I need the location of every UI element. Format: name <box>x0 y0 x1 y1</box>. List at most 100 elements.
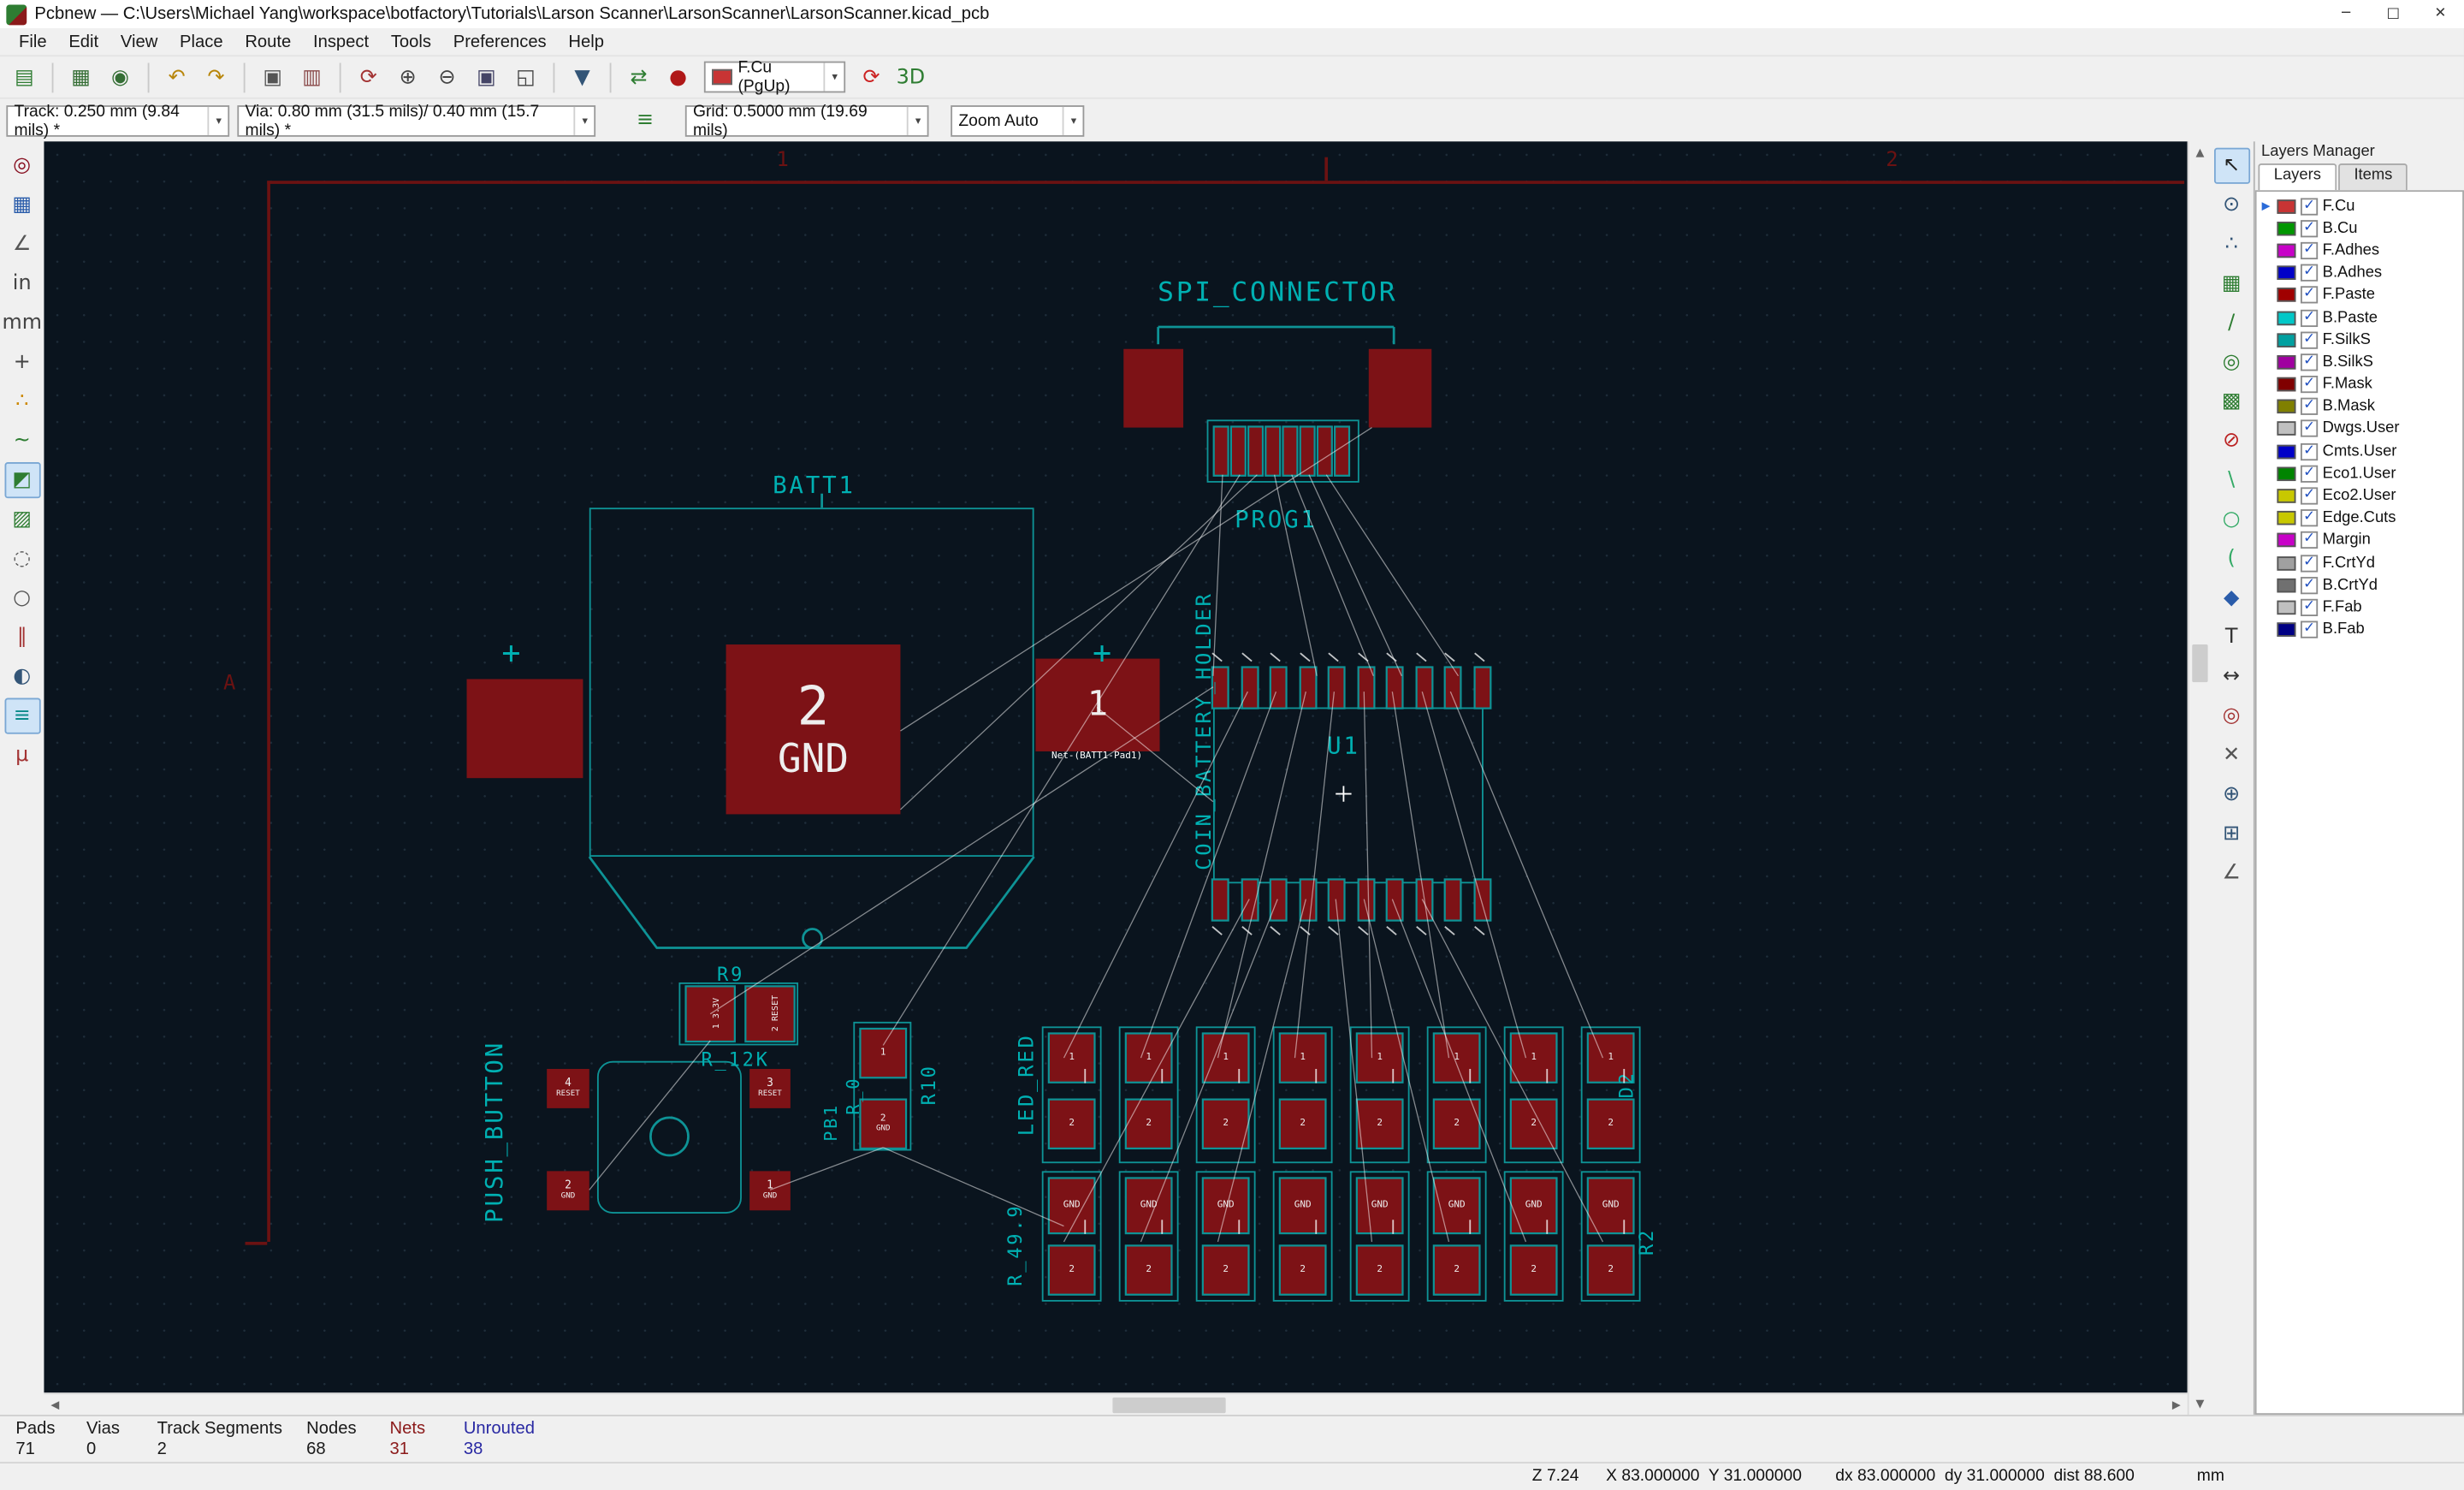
layer-color-swatch[interactable] <box>2277 578 2296 593</box>
layer-row-b-mask[interactable]: ✓B.Mask <box>2257 395 2463 418</box>
pcb-pad[interactable]: 2 <box>1049 1100 1094 1148</box>
pcb-pad[interactable]: 2 <box>1280 1100 1325 1148</box>
pcb-pad[interactable]: 1 <box>1280 1034 1325 1082</box>
pcb-pad[interactable]: 1 <box>1203 1034 1248 1082</box>
select-tool-icon[interactable]: ↖ <box>2213 147 2250 184</box>
layer-visibility-checkbox[interactable]: ✓ <box>2300 487 2319 505</box>
add-arc-icon[interactable]: ( <box>2227 547 2236 571</box>
layer-visibility-checkbox[interactable]: ✓ <box>2300 531 2319 549</box>
pcb-pad[interactable] <box>1416 668 1431 708</box>
layer-row-f-adhes[interactable]: ✓F.Adhes <box>2257 240 2463 262</box>
menu-place[interactable]: Place <box>180 32 223 51</box>
pcb-pad[interactable]: 2 <box>1126 1246 1171 1294</box>
silkscreen-label[interactable]: D2 <box>1615 1071 1638 1099</box>
silkscreen-label[interactable]: R2 <box>1636 1227 1658 1256</box>
pcb-pad[interactable]: 1 <box>1126 1034 1171 1082</box>
zones-show-icon[interactable]: ◩ <box>3 461 40 499</box>
measure-icon[interactable]: ∠ <box>2222 861 2241 886</box>
polar-coords-icon[interactable]: ∠ <box>13 232 32 257</box>
menu-edit[interactable]: Edit <box>68 32 99 51</box>
pcb-pad[interactable] <box>1249 427 1262 475</box>
pcb-pad[interactable]: 2 <box>1511 1246 1556 1294</box>
silkscreen-label[interactable]: R_12K <box>701 1048 770 1071</box>
pcb-pad[interactable]: 1 3.3V <box>686 987 734 1041</box>
pcb-pad[interactable] <box>1283 427 1297 475</box>
layer-visibility-checkbox[interactable]: ✓ <box>2300 264 2319 282</box>
silkscreen-label[interactable]: SPI_CONNECTOR <box>1158 277 1398 309</box>
plot-icon[interactable]: ▥ <box>302 65 322 89</box>
menu-inspect[interactable]: Inspect <box>312 32 370 51</box>
pcb-pad[interactable]: 1 <box>1035 658 1160 751</box>
silkscreen-label[interactable]: + <box>501 633 524 672</box>
layer-color-swatch[interactable] <box>2277 354 2296 370</box>
layer-color-swatch[interactable] <box>2277 310 2296 325</box>
zoom-out-icon[interactable]: ⊖ <box>438 65 456 89</box>
pcb-pad[interactable] <box>1416 880 1431 920</box>
pcb-pad[interactable] <box>1445 668 1460 708</box>
scroll-right-icon[interactable]: ▶ <box>2171 1398 2181 1412</box>
zones-hide-icon[interactable]: ▨ <box>12 508 32 531</box>
sketch-pads-icon[interactable]: ◌ <box>13 547 32 571</box>
pcb-pad[interactable] <box>1387 880 1402 920</box>
pcb-pad[interactable] <box>1266 427 1280 475</box>
pcb-pad[interactable]: 2 <box>1126 1100 1171 1148</box>
tab-layers[interactable]: Layers <box>2258 163 2337 191</box>
pcb-pad[interactable] <box>1241 880 1257 920</box>
pcb-pad[interactable] <box>1231 427 1245 475</box>
add-footprint-icon[interactable]: ▦ <box>2221 271 2242 296</box>
layer-row-b-silks[interactable]: ✓B.SilkS <box>2257 351 2463 373</box>
horizontal-scrollbar[interactable]: ◀ ▶ <box>44 1392 2188 1416</box>
layer-visibility-checkbox[interactable]: ✓ <box>2300 197 2319 215</box>
pcb-pad[interactable] <box>1300 880 1315 920</box>
layer-row-b-paste[interactable]: ✓B.Paste <box>2257 306 2463 329</box>
pcb-pad[interactable] <box>1329 668 1344 708</box>
pcb-pad[interactable]: 2 <box>1588 1246 1633 1294</box>
pcb-pad[interactable]: 2 <box>1357 1246 1402 1294</box>
pcb-pad[interactable] <box>1474 668 1490 708</box>
scroll-down-icon[interactable]: ▼ <box>2195 1397 2205 1410</box>
layer-color-swatch[interactable] <box>2277 243 2296 258</box>
footprint-wizard-icon[interactable]: ▼ <box>574 65 590 89</box>
menu-help[interactable]: Help <box>568 32 604 51</box>
layer-visibility-checkbox[interactable]: ✓ <box>2300 286 2319 305</box>
pcb-pad[interactable]: GND <box>1126 1178 1171 1232</box>
pcb-pad[interactable] <box>1318 427 1331 475</box>
layer-color-swatch[interactable] <box>2277 221 2296 236</box>
pcb-pad[interactable]: 2 <box>1049 1246 1094 1294</box>
pcb-pad[interactable]: GND <box>1049 1178 1094 1232</box>
pcb-pad[interactable] <box>1329 880 1344 920</box>
drill-origin-icon[interactable]: ⊕ <box>2223 782 2241 807</box>
layer-color-swatch[interactable] <box>2277 511 2296 525</box>
via-size-combo[interactable]: Via: 0.80 mm (31.5 mils)/ 0.40 mm (15.7 … <box>237 101 596 140</box>
layer-color-swatch[interactable] <box>2277 466 2296 481</box>
track-width-list-icon[interactable]: ≡ <box>636 108 654 133</box>
grid-visibility-icon[interactable]: ▦ <box>12 193 32 217</box>
silkscreen-label[interactable]: R9 <box>717 963 745 986</box>
route-tracks-icon[interactable]: / <box>2228 311 2236 335</box>
pcb-pad[interactable]: GND <box>1280 1178 1325 1232</box>
pcb-pad[interactable]: GND <box>1203 1178 1248 1232</box>
pcb-pad[interactable] <box>1300 668 1315 708</box>
layer-row-b-crtyd[interactable]: ✓B.CrtYd <box>2257 574 2463 597</box>
menu-route[interactable]: Route <box>245 32 292 51</box>
undo-icon[interactable]: ↶ <box>168 65 186 89</box>
pcb-pad[interactable] <box>1270 668 1286 708</box>
layer-color-swatch[interactable] <box>2277 332 2296 347</box>
pcb-pad[interactable]: 2 <box>1280 1246 1325 1294</box>
layer-row-f-fab[interactable]: ✓F.Fab <box>2257 597 2463 619</box>
menu-tools[interactable]: Tools <box>390 32 432 51</box>
track-width-combo[interactable]: Track: 0.250 mm (9.84 mils) * ▾ <box>6 101 230 140</box>
refresh-view-icon[interactable]: ⟳ <box>359 65 377 89</box>
ratsnest-visibility-icon[interactable]: ∴ <box>15 389 29 414</box>
layer-row-f-cu[interactable]: ▶✓F.Cu <box>2257 195 2463 217</box>
zoom-combo[interactable]: Zoom Auto ▾ <box>951 104 1085 136</box>
layer-color-swatch[interactable] <box>2277 377 2296 392</box>
scroll-left-icon[interactable]: ◀ <box>50 1398 60 1412</box>
pcb-pad[interactable]: 2 <box>1357 1100 1402 1148</box>
pcb-pad[interactable] <box>1368 348 1432 428</box>
units-inch-icon[interactable]: in <box>12 271 32 296</box>
footprint-viewer-icon[interactable]: ◉ <box>111 65 129 89</box>
pcb-pad[interactable]: GND <box>1511 1178 1556 1232</box>
